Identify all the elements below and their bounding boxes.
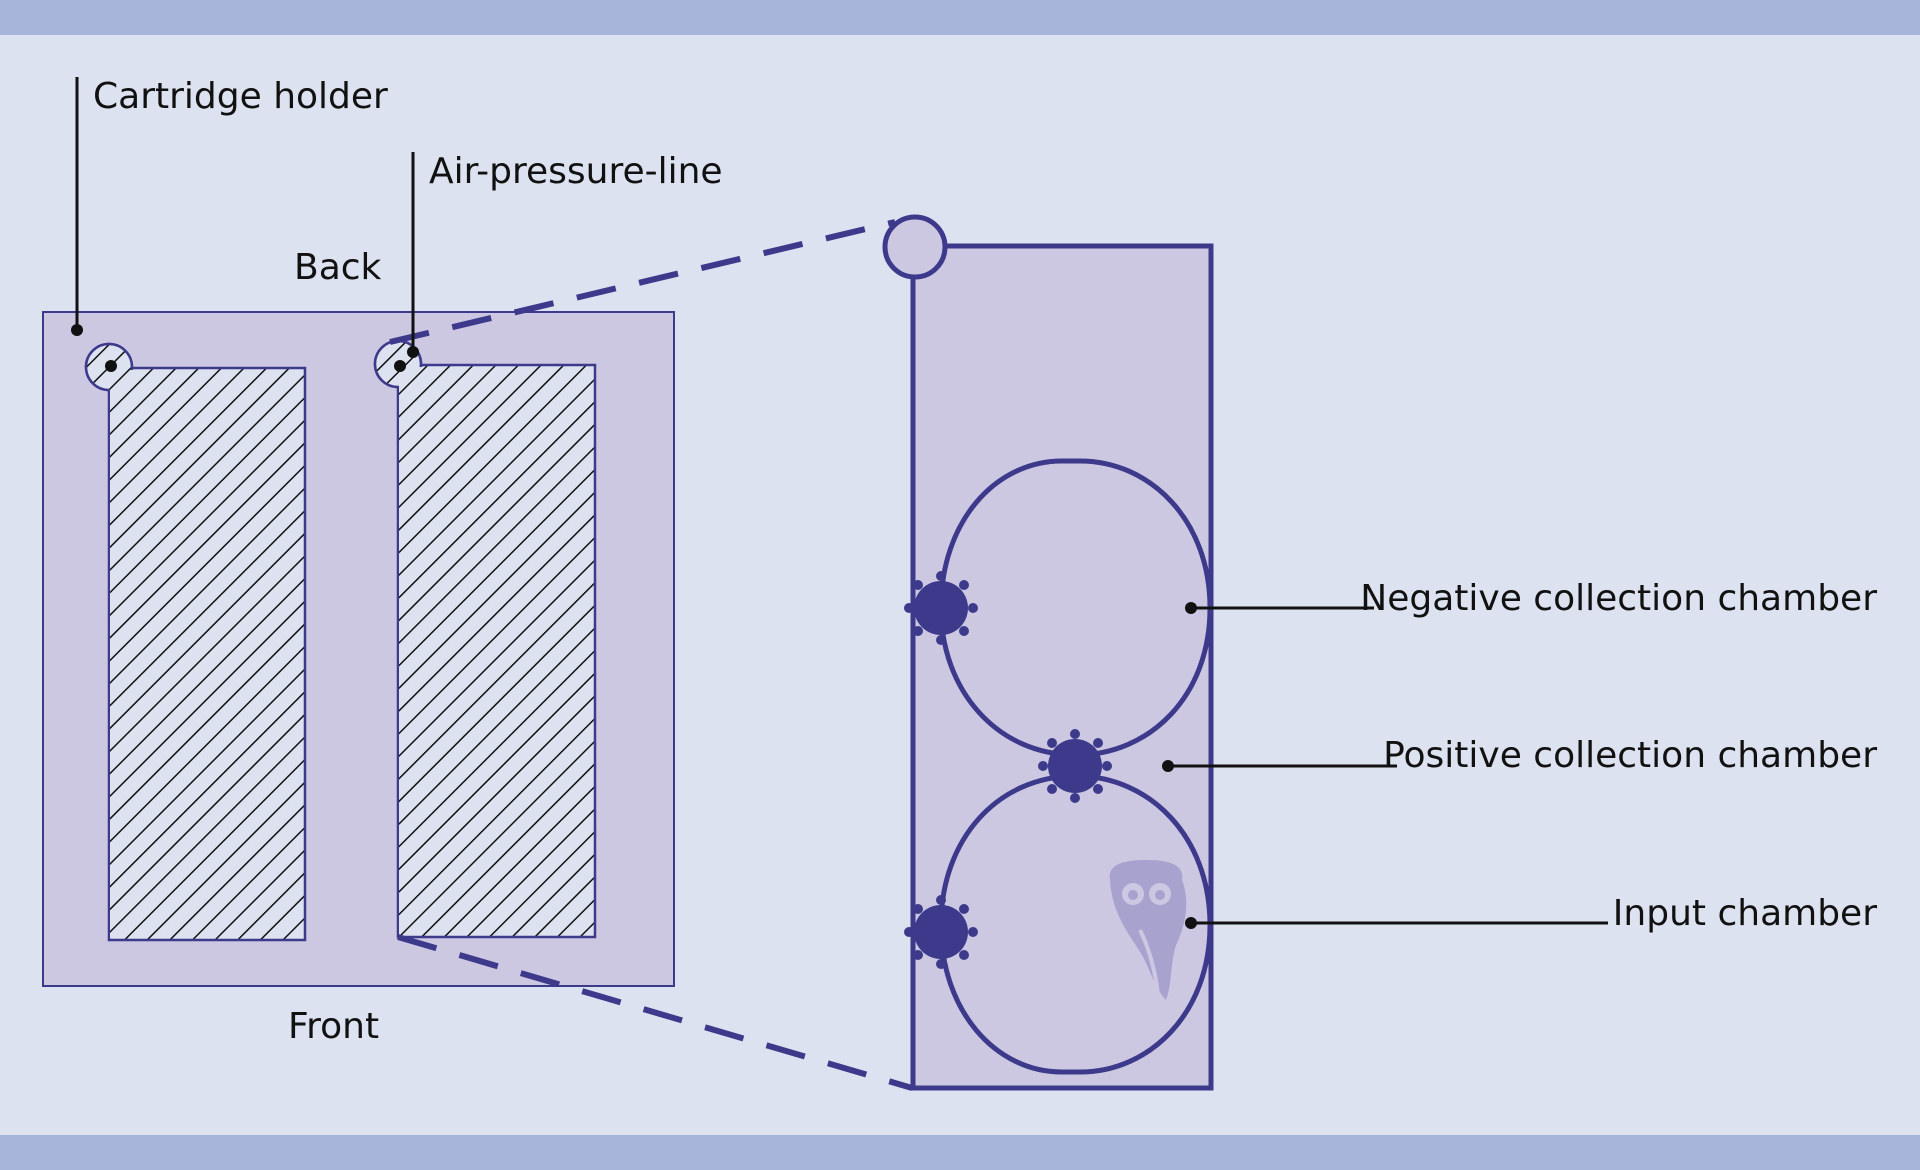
- label-positive-chamber: Positive collection chamber: [1383, 735, 1877, 776]
- zoom-line-top: [389, 219, 896, 345]
- label-negative-chamber: Negative collection chamber: [1360, 578, 1877, 619]
- cartridge-slot-right: [373, 339, 597, 939]
- cartridge-slot-left: [84, 342, 307, 942]
- valve-input: [904, 895, 978, 969]
- valve-middle: [1038, 729, 1112, 803]
- leader-lines: [71, 77, 1608, 929]
- label-air-pressure-line: Air-pressure-line: [429, 151, 723, 192]
- air-pressure-port: [882, 214, 948, 280]
- gear-valve-icon: [904, 571, 1112, 969]
- zoom-guide-lines: [389, 219, 913, 1091]
- label-cartridge-holder: Cartridge holder: [93, 76, 388, 117]
- label-input-chamber: Input chamber: [1613, 893, 1877, 934]
- bottom-band: [0, 1135, 1920, 1170]
- valve-negative: [904, 571, 978, 645]
- zoom-line-bottom: [397, 934, 913, 1091]
- input-chamber: [938, 773, 1213, 1075]
- label-front: Front: [288, 1006, 379, 1047]
- owl-icon: [1109, 860, 1187, 1000]
- negative-collection-chamber: [938, 458, 1213, 758]
- label-back: Back: [294, 247, 382, 288]
- top-band: [0, 0, 1920, 35]
